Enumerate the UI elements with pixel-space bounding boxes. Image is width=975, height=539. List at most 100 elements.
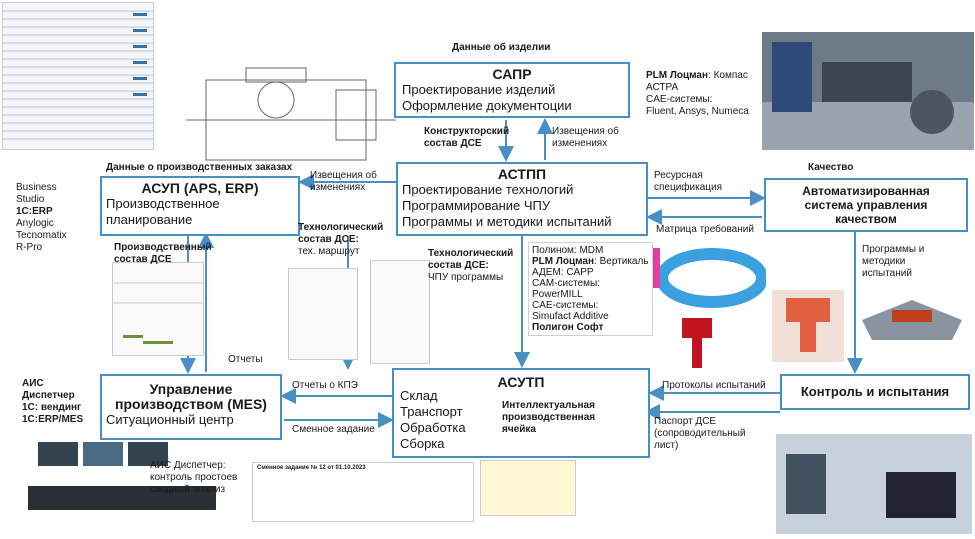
left-sys-l5: Tecnomatix <box>16 230 67 242</box>
asutp-line-1: Склад <box>400 388 466 404</box>
otchety-kpe-label: Отчеты о КПЭ <box>292 380 358 392</box>
plm-sapr-bold: PLM Лоцман <box>646 70 708 81</box>
programs-test-l3: испытаний <box>862 268 924 280</box>
asup-line-2: планирование <box>102 212 298 228</box>
ais-disp-l3: сводный анализ <box>150 484 237 496</box>
otchety-label: Отчеты <box>228 354 263 366</box>
kachestvo-label: Качество <box>808 162 853 174</box>
asutp-line-4: Сборка <box>400 436 466 452</box>
tech-dse2-label: Технологический состав ДСЕ: ЧПУ программ… <box>428 248 513 284</box>
matrica-label: Матрица требований <box>656 224 754 236</box>
asutp-line-2: Транспорт <box>400 404 466 420</box>
quality-l2: система управления <box>766 198 966 212</box>
quality-l1: Автоматизированная <box>766 184 966 198</box>
pasport-label: Паспорт ДСЕ (сопроводительный лист) <box>654 416 746 452</box>
smart-cell-l3: ячейка <box>502 424 595 436</box>
ais-l3: 1С: вендинг <box>22 402 83 414</box>
astpp-title: АСТПП <box>398 166 646 182</box>
operator-photo <box>776 434 972 534</box>
route-doc-thumb <box>288 268 358 360</box>
mid-sys-l1: Полином: MDM <box>532 245 649 256</box>
prod-orders-label: Данные о производственных заказах <box>106 162 292 174</box>
mes-box[interactable]: Управление производством (MES) Ситуацион… <box>100 374 282 440</box>
tech-dse2-l1: Технологический <box>428 248 513 260</box>
programs-test-label: Программы и методики испытаний <box>862 244 924 280</box>
mid-sys-l4: CAM-системы: <box>532 278 649 289</box>
asup-box[interactable]: АСУП (APS, ERP) Производственное планиро… <box>100 176 300 236</box>
mid-sys-l2-rest: : Вертикаль <box>594 256 649 267</box>
resursnaya-l1: Ресурсная <box>654 170 722 182</box>
sapr-line-2: Оформление документоции <box>396 98 628 114</box>
izv2-l1: Извещения об <box>310 170 377 182</box>
mid-sys-l5: PowerMILL <box>532 289 649 300</box>
tech-dse-l2: состав ДСЕ: <box>298 234 383 246</box>
pasport-l2: (сопроводительный <box>654 428 746 440</box>
left-sys-l6: R-Pro <box>16 242 67 254</box>
izv1-l1: Извещения об <box>552 126 619 138</box>
resursnaya-l2: спецификация <box>654 182 722 194</box>
tech-dse2-l3: ЧПУ программы <box>428 272 513 284</box>
sapr-title: САПР <box>396 66 628 82</box>
quality-l3: качеством <box>766 212 966 226</box>
mid-sys-l6: CAE-системы: <box>532 300 649 311</box>
smart-cell: Интеллектуальная производственная ячейка <box>502 400 595 436</box>
mid-sys-l2-bold: PLM Лоцман <box>532 256 594 267</box>
ais-label: АИС Диспетчер 1С: вендинг 1С:ERP/MES <box>22 378 83 426</box>
plm-sapr-rest: : Компас <box>708 70 748 81</box>
pasport-l1: Паспорт ДСЕ <box>654 416 746 428</box>
prod-dse-l1: Производственный <box>114 242 212 254</box>
shift-task-doc: Сменное задание № 12 от 01.10.2023 <box>252 462 474 522</box>
left-sys-l1: Business <box>16 182 67 194</box>
ring-simulation-picture <box>650 242 766 312</box>
mid-sys-l7: Simufact Additive <box>532 311 649 322</box>
mid-systems: Полином: MDM PLM Лоцман: Вертикаль АДЕМ:… <box>528 242 653 336</box>
resursnaya-label: Ресурсная спецификация <box>654 170 722 194</box>
konstr-label: Конструкторский состав ДСЕ <box>424 126 509 150</box>
programs-test-l1: Программы и <box>862 244 924 256</box>
tech-dse-label: Технологический состав ДСЕ: тех. маршрут <box>298 222 383 258</box>
smart-cell-l2: производственная <box>502 412 595 424</box>
tech-dse-l3: тех. маршрут <box>298 246 383 258</box>
konstr-l2: состав ДСЕ <box>424 138 509 150</box>
pasport-l3: лист) <box>654 440 746 452</box>
casting-picture-1 <box>672 314 722 378</box>
izv2-label: Извещения об изменениях <box>310 170 377 194</box>
izv2-l2: изменениях <box>310 182 377 194</box>
prod-dse-l2: состав ДСЕ <box>114 254 212 266</box>
mes-title-2: производством (MES) <box>102 397 280 412</box>
ais-l4: 1С:ERP/MES <box>22 414 83 426</box>
izv1-l2: изменениях <box>552 138 619 150</box>
kontrol-title: Контроль и испытания <box>782 384 968 399</box>
konstr-l1: Конструкторский <box>424 126 509 138</box>
left-systems: Business Studio 1C:ERP Anylogic Tecnomat… <box>16 182 67 254</box>
asup-title: АСУП (APS, ERP) <box>102 180 298 196</box>
mes-line: Ситуационный центр <box>102 412 280 428</box>
gantt-thumb <box>112 262 204 356</box>
drawing-thumb <box>186 60 396 168</box>
smennoe-label: Сменное задание <box>292 424 375 436</box>
tech-dse2-l2: состав ДСЕ: <box>428 260 513 272</box>
factory-photo <box>762 32 974 150</box>
ais-l2: Диспетчер <box>22 390 83 402</box>
programs-test-l2: методики <box>862 256 924 268</box>
ais-l1: АИС <box>22 378 83 390</box>
left-sys-l3: 1C:ERP <box>16 206 67 218</box>
astpp-line-1: Проектирование технологий <box>398 182 646 198</box>
kontrol-box[interactable]: Контроль и испытания <box>780 374 970 410</box>
asutp-box[interactable]: АСУТП Склад Транспорт Обработка Сборка И… <box>392 368 650 458</box>
mid-sys-l3: АДЕМ: CAPP <box>532 267 649 278</box>
route-doc-thumb-2 <box>370 260 430 364</box>
sapr-box[interactable]: САПР Проектирование изделий Оформление д… <box>394 62 630 118</box>
asutp-line-3: Обработка <box>400 420 466 436</box>
doc-title: Сменное задание № 12 от 01.10.2023 <box>257 465 366 471</box>
casting-picture-2 <box>772 290 844 362</box>
engine-model-picture <box>852 280 972 370</box>
astpp-box[interactable]: АСТПП Проектирование технологий Программ… <box>396 162 648 236</box>
quality-system-box[interactable]: Автоматизированная система управления ка… <box>764 178 968 232</box>
left-sys-l2: Studio <box>16 194 67 206</box>
izv1-label: Извещения об изменениях <box>552 126 619 150</box>
prod-dse-label: Производственный состав ДСЕ <box>114 242 212 266</box>
plm-sapr: PLM Лоцман: Компас АСТРА CAE-системы: Fl… <box>646 70 749 118</box>
screenshot-thumb-table <box>2 2 154 150</box>
mes-title-1: Управление <box>102 382 280 397</box>
